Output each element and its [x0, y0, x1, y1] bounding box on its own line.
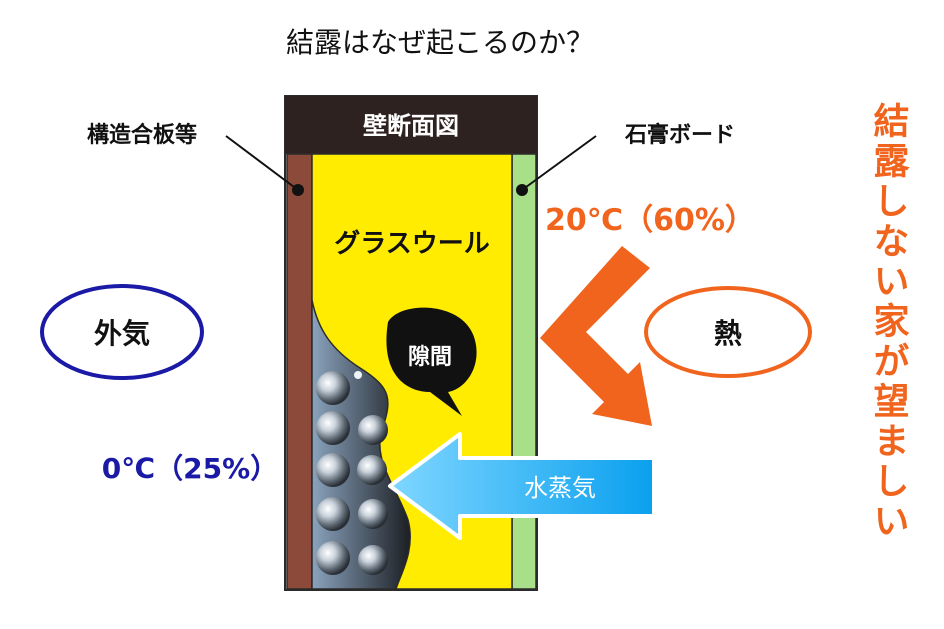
gypsum-board-label: 石膏ボード — [624, 122, 735, 148]
outside-condition-label: 0℃（25%） — [102, 452, 278, 485]
plywood-leader-line — [225, 135, 299, 191]
plywood-layer — [286, 153, 313, 590]
gap-bubble-label: 隙間 — [408, 345, 452, 370]
wall-header-label: 壁断面図 — [363, 112, 459, 140]
water-vapor-label: 水蒸気 — [524, 474, 596, 502]
glass-wool-label: グラスウール — [334, 229, 489, 259]
outside-air-ellipse — [40, 284, 204, 380]
diagram-title: 結露はなぜ起こるのか？ — [286, 26, 594, 59]
heat-label: 熱 — [714, 317, 742, 350]
gypsum-leader-dot — [516, 184, 528, 196]
structural-plywood-label: 構造合板等 — [87, 122, 197, 148]
side-message: 結露しない家が望ましい — [868, 102, 910, 542]
plywood-leader-dot — [292, 184, 304, 196]
condensation-droplets — [316, 371, 388, 575]
inside-condition-label: 20℃（60%） — [545, 203, 755, 238]
water-vapor-arrow — [388, 432, 656, 540]
gypsum-leader-line — [521, 135, 597, 191]
gap-bubble — [386, 307, 477, 416]
wall-header-bar — [285, 96, 537, 154]
heat-ellipse — [644, 286, 812, 378]
outside-air-label: 外気 — [94, 317, 150, 350]
heat-arrow — [540, 246, 652, 426]
gypsum-board-layer — [511, 153, 537, 590]
